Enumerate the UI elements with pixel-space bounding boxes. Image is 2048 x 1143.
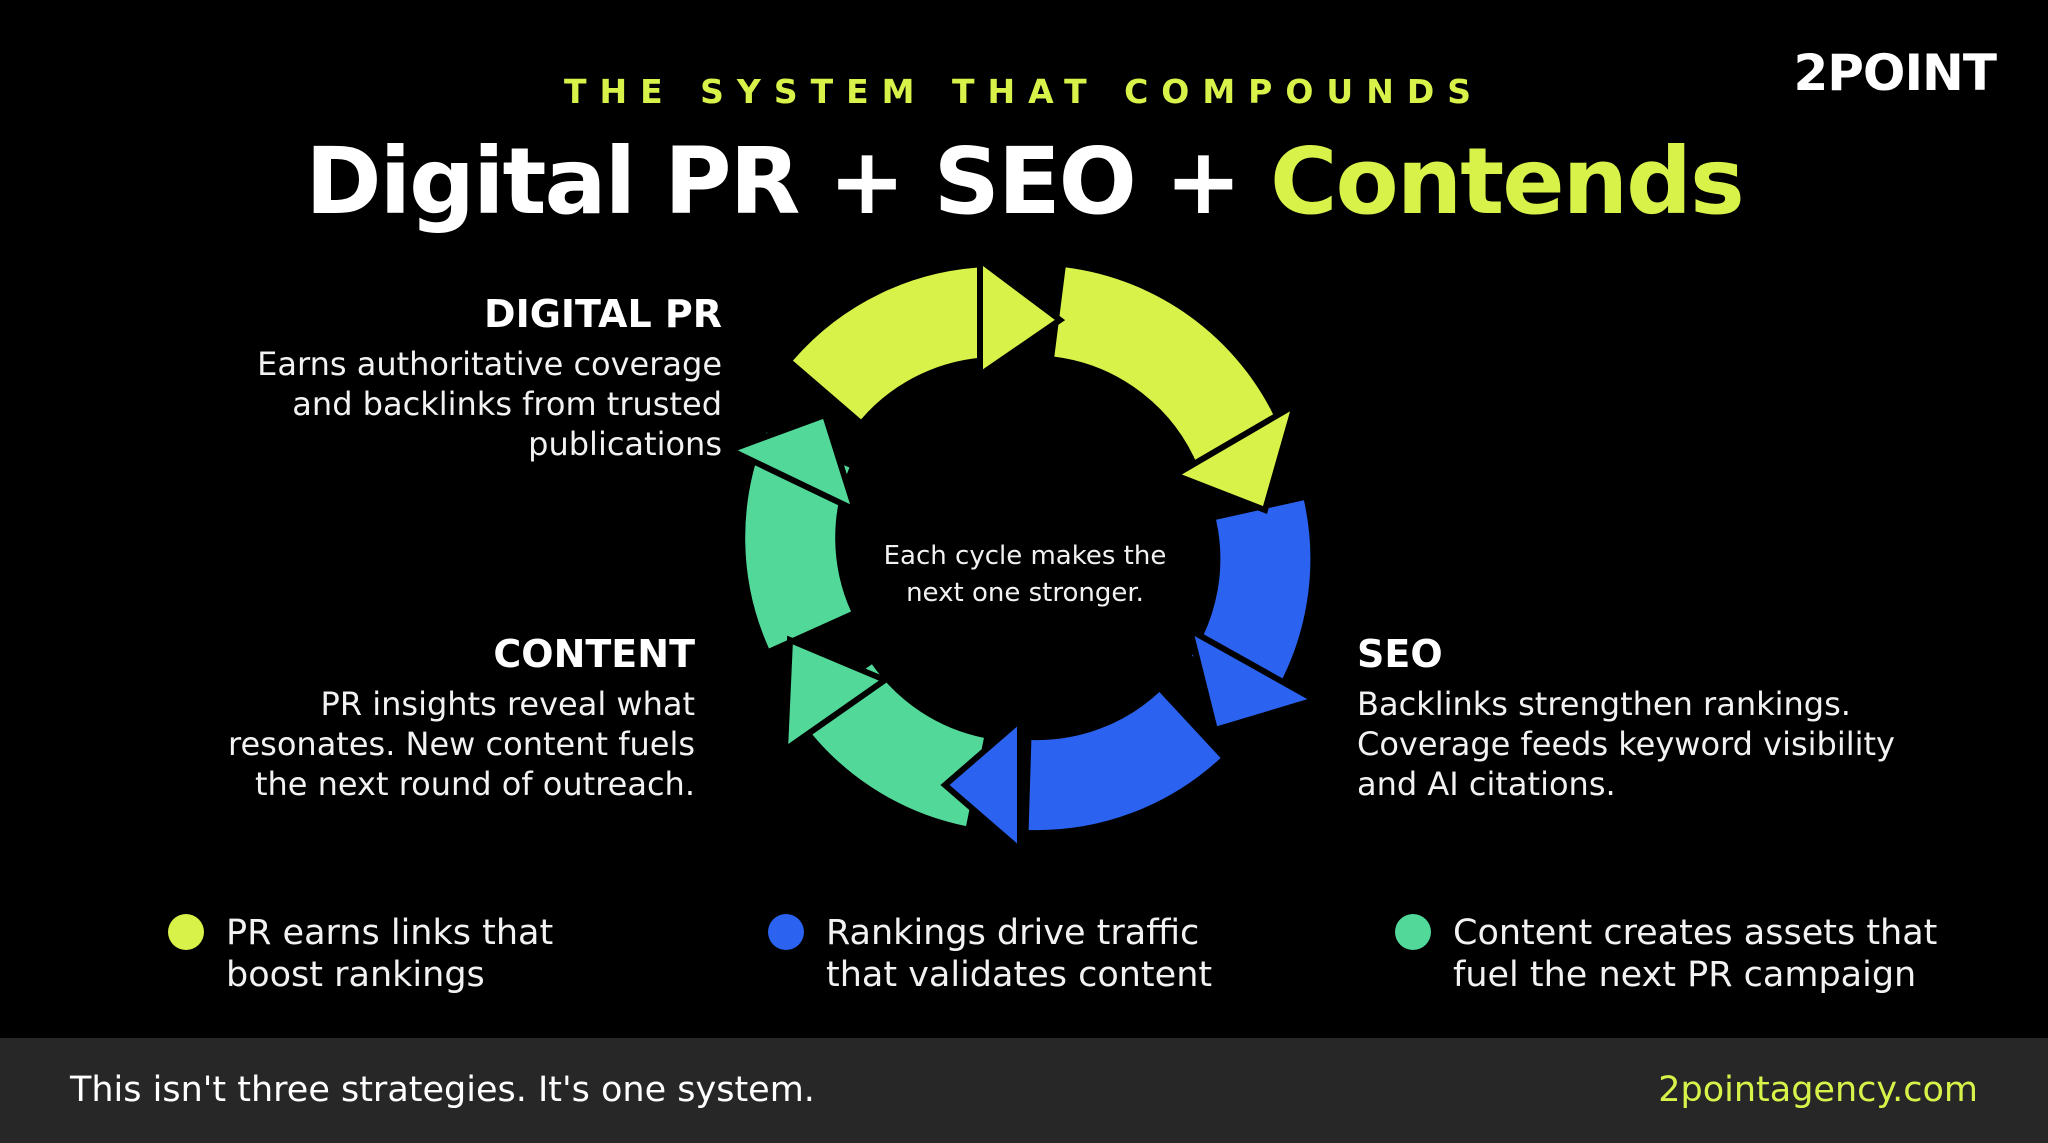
headline-main: Digital PR + SEO + <box>305 128 1271 235</box>
arrowhead-pr-1 <box>977 254 1066 381</box>
blue-dot-icon <box>768 914 804 950</box>
green-dot-icon <box>1395 914 1431 950</box>
footer-bar: This isn't three strategies. It's one sy… <box>0 1038 2048 1143</box>
footer-tagline: This isn't three strategies. It's one sy… <box>70 1070 815 1110</box>
yellow-dot-icon <box>168 914 204 950</box>
bullet-item: PR earns links that boost rankings <box>168 912 608 996</box>
digital-pr-title: DIGITAL PR <box>484 292 722 336</box>
seo-title: SEO <box>1357 632 1443 676</box>
segment-digital-pr-arrow <box>792 267 993 421</box>
cycle-diagram <box>722 254 1323 857</box>
bullet-text: Content creates assets that fuel the nex… <box>1453 913 1938 995</box>
eyebrow-label: THE SYSTEM THAT COMPOUNDS <box>564 72 1484 111</box>
bullet-item: Rankings drive traffic that validates co… <box>768 912 1238 996</box>
brand-logo: 2POINT <box>1793 44 1997 102</box>
arrowhead-seo-2 <box>940 713 1023 857</box>
bullet-text: PR earns links that boost rankings <box>226 913 554 995</box>
page-title: Digital PR + SEO + Contends <box>0 128 2048 235</box>
content-block: CONTENT PR insights reveal what resonate… <box>215 632 695 804</box>
content-body: PR insights reveal what resonates. New c… <box>228 685 695 803</box>
digital-pr-block: DIGITAL PR Earns authoritative coverage … <box>230 292 722 464</box>
digital-pr-body: Earns authoritative coverage and backlin… <box>257 345 722 463</box>
cycle-center-text: Each cycle makes the next one stronger. <box>883 541 1167 608</box>
seo-block: SEO Backlinks strengthen rankings. Cover… <box>1357 632 1897 804</box>
seo-body: Backlinks strengthen rankings. Coverage … <box>1357 685 1895 803</box>
headline-accent: Contends <box>1270 128 1745 235</box>
footer-url-link[interactable]: 2pointagency.com <box>1658 1070 1978 1110</box>
arrowhead-content-1 <box>781 635 892 756</box>
segment-seo-arrow-2 <box>1028 691 1221 831</box>
bullet-text: Rankings drive traffic that validates co… <box>826 913 1213 995</box>
bullet-item: Content creates assets that fuel the nex… <box>1395 912 1955 996</box>
segment-digital-pr-arrow-2 <box>1053 267 1282 468</box>
arrowhead-content-2 <box>722 411 860 516</box>
arrowhead-seo-1 <box>1185 623 1323 734</box>
content-title: CONTENT <box>493 632 695 676</box>
arrowhead-pr-2 <box>1168 398 1300 514</box>
